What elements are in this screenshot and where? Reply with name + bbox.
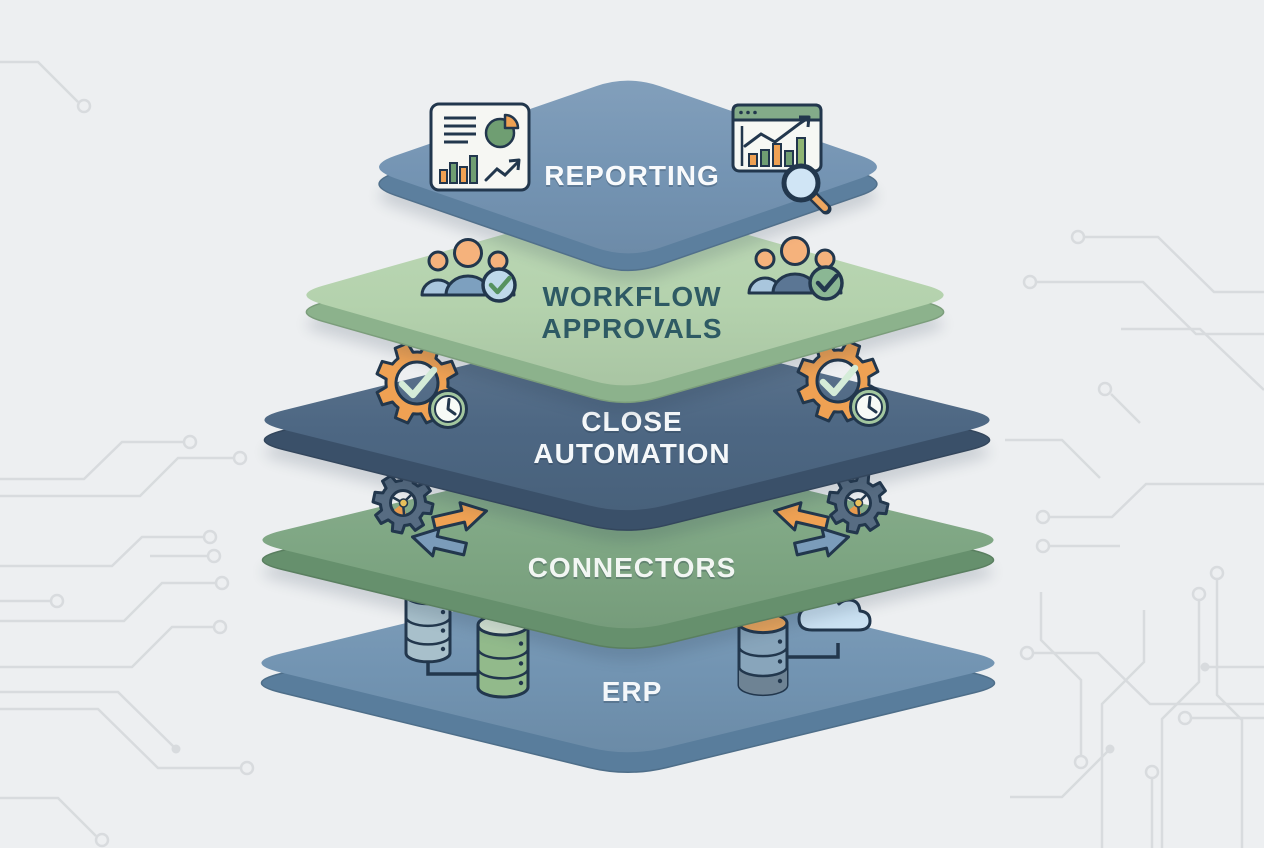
layer-reporting-label: REPORTING (544, 160, 719, 191)
circuit-trace (1010, 748, 1111, 799)
circuit-node (49, 593, 65, 609)
circuit-dot (171, 744, 181, 754)
layer-erp-label: ERP (602, 676, 663, 707)
circuit-node (182, 434, 198, 450)
circuit-node (212, 619, 228, 635)
circuit-trace (1121, 327, 1264, 391)
layer-close-automation-label-shadow: AUTOMATION (533, 440, 730, 471)
circuit-node (1191, 586, 1207, 602)
circuit-trace (1215, 580, 1244, 848)
layer-erp-label-shadow: ERP (602, 678, 663, 709)
circuit-node (1209, 565, 1225, 581)
circuit-node (214, 575, 230, 591)
circuit-node (1035, 509, 1051, 525)
circuit-trace (1037, 280, 1264, 336)
circuit-node (1177, 710, 1193, 726)
layer-reporting-label-shadow: REPORTING (544, 162, 719, 193)
layer-workflow-approvals-label: WORKFLOW (542, 281, 721, 312)
circuit-dot (1200, 662, 1210, 672)
circuit-trace (0, 581, 215, 623)
circuit-node (1144, 764, 1160, 780)
circuit-trace (0, 60, 79, 103)
circuit-trace (0, 707, 240, 770)
circuit-trace (1005, 438, 1101, 479)
circuit-node (1035, 538, 1051, 554)
circuit-node (94, 832, 110, 848)
circuit-trace (1110, 393, 1141, 424)
circuit-node (1022, 274, 1038, 290)
circuit-node (206, 548, 222, 564)
circuit-node (232, 450, 248, 466)
circuit-node (76, 98, 92, 114)
team-check-icon (420, 238, 517, 303)
circuit-trace (1085, 235, 1264, 294)
chart-magnifier-icon (731, 103, 832, 215)
layer-close-automation-label: AUTOMATION (533, 438, 730, 469)
circuit-node (239, 760, 255, 776)
circuit-trace (1050, 482, 1264, 519)
circuit-pattern (0, 60, 1264, 848)
circuit-trace (0, 796, 97, 837)
team-check-icon (747, 236, 844, 301)
circuit-trace (1039, 592, 1083, 755)
layer-connectors-label-shadow: CONNECTORS (528, 554, 737, 585)
circuit-trace (0, 625, 213, 669)
circuit-trace (0, 690, 177, 750)
circuit-node (202, 529, 218, 545)
circuit-trace (1160, 601, 1201, 848)
circuit-node (1019, 645, 1035, 661)
layer-connectors-label: CONNECTORS (528, 552, 737, 583)
layer-workflow-approvals-label: APPROVALS (541, 313, 722, 344)
circuit-node (1070, 229, 1086, 245)
circuit-node (1073, 754, 1089, 770)
circuit-trace (0, 440, 183, 481)
circuit-trace (1100, 610, 1146, 848)
circuit-trace (0, 456, 233, 498)
circuit-node (1097, 381, 1113, 397)
circuit-trace (0, 535, 203, 568)
circuit-trace (1034, 651, 1264, 706)
circuit-dot (1105, 744, 1115, 754)
report-dashboard-icon (429, 102, 531, 192)
